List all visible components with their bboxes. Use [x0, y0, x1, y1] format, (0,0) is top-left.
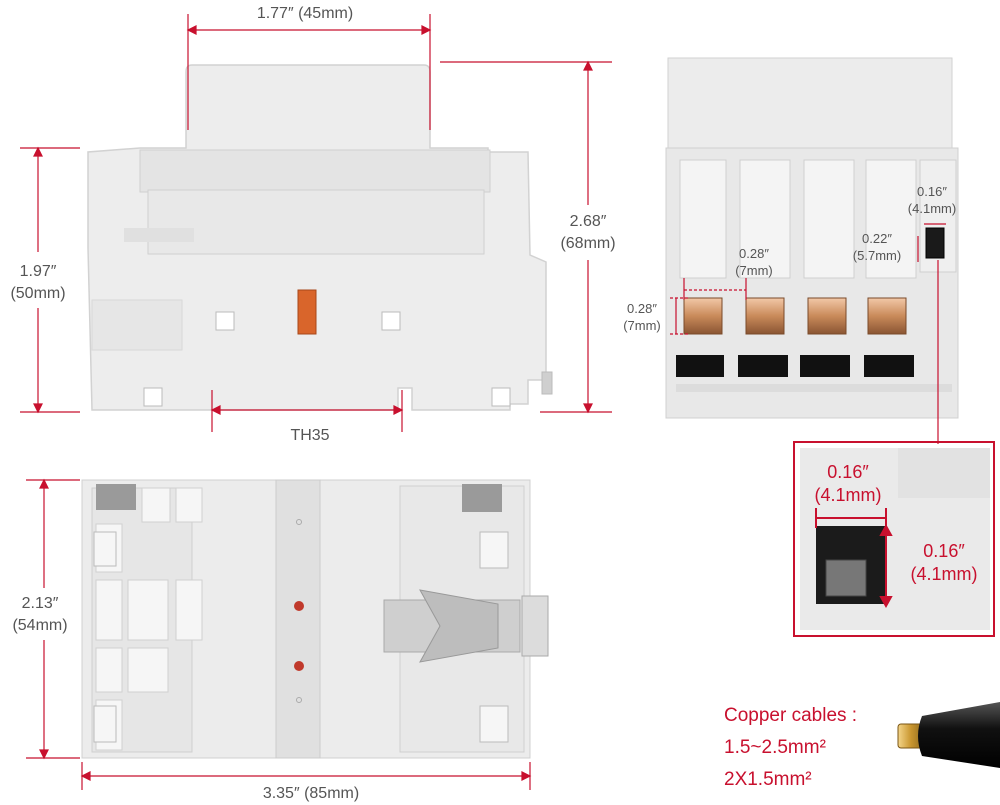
front-toggle-indicator: [297, 289, 317, 335]
front-body-height-label-1: 1.97″: [19, 263, 57, 280]
aux-width-label-2: (4.1mm): [907, 201, 957, 216]
copper-cable-legend: Copper cables : 1.5~2.5mm² 2X1.5mm²: [724, 700, 857, 796]
zoom-dimension-lines: [815, 508, 893, 609]
terminal-pitch-label-2: (7mm): [735, 263, 773, 278]
front-dimension-lines: [20, 14, 612, 432]
front-total-height-label-1: 2.68″: [569, 213, 607, 230]
zoom-height-label-2: (4.1mm): [910, 564, 978, 584]
side-view-housing: [665, 57, 959, 419]
copper-cable-picture: [897, 702, 1000, 768]
bottom-width-label: 3.35″ (85mm): [262, 785, 360, 802]
bottom-height-label-2: (54mm): [12, 617, 68, 634]
bottom-dimension-lines: [26, 478, 532, 790]
side-dimension-lines: [670, 223, 946, 440]
legend-spec-1: 1.5~2.5mm²: [724, 737, 826, 758]
legend-title: Copper cables :: [724, 705, 858, 726]
side-aux-terminal: [925, 227, 945, 259]
bottom-height-label-1: 2.13″: [21, 595, 59, 612]
zoom-width-label-2: (4.1mm): [814, 485, 882, 505]
zoom-box: [793, 440, 995, 637]
front-view-housing: [87, 64, 553, 411]
bottom-view-housing: [81, 479, 549, 759]
rail-label: TH35: [290, 427, 330, 444]
terminal-height-label-1: 0.28″: [627, 301, 657, 316]
front-width-label: 1.77″ (45mm): [256, 5, 354, 22]
aux-offset-label-2: (5.7mm): [852, 248, 902, 263]
terminal-pitch-label-1: 0.28″: [739, 246, 769, 261]
front-total-height-label-2: (68mm): [560, 235, 616, 252]
side-terminals: [683, 297, 907, 335]
zoom-height-label-1: 0.16″: [923, 541, 965, 561]
zoom-width-label-1: 0.16″: [827, 462, 869, 482]
legend-spec-2: 2X1.5mm²: [724, 769, 812, 790]
front-body-height-label-2: (50mm): [10, 285, 66, 302]
aux-offset-label-1: 0.22″: [862, 231, 892, 246]
terminal-height-label-2: (7mm): [623, 318, 661, 333]
aux-width-label-1: 0.16″: [917, 184, 947, 199]
